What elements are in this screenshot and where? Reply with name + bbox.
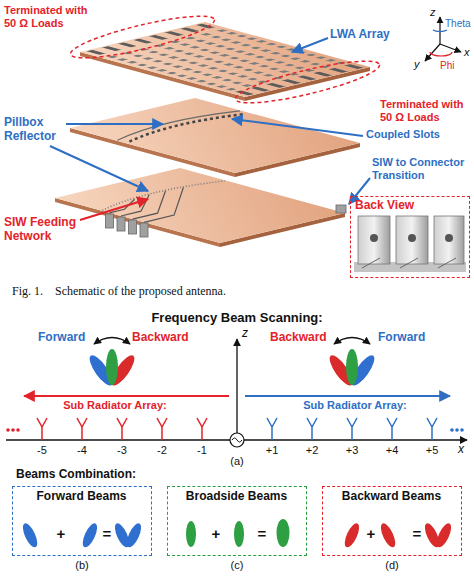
- operator-sign: =: [258, 525, 267, 542]
- feeding-layer: [55, 168, 346, 247]
- diagram-heading: Frequency Beam Scanning:: [151, 311, 322, 326]
- element-index: +3: [346, 444, 359, 457]
- axis-label: Phi: [440, 60, 454, 72]
- operator-sign: +: [367, 525, 376, 542]
- load-note: Terminated with 50 Ω Loads: [380, 98, 470, 123]
- beam-label: Forward: [38, 331, 85, 345]
- box-heading: Backward Beams: [323, 490, 460, 504]
- axis-label: x: [464, 46, 470, 59]
- leader-arrows: [50, 38, 370, 220]
- combination-box: Backward Beams + =: [322, 486, 462, 556]
- axis-label: y: [414, 58, 420, 71]
- element-index: +1: [266, 444, 279, 457]
- inset-box: Back View: [350, 196, 470, 278]
- inset-title: Back View: [355, 199, 414, 213]
- beam-label: Forward: [378, 331, 425, 345]
- panel-label: (a): [230, 455, 243, 468]
- scanning-diagram: [6, 338, 467, 448]
- back-view-photo: [354, 216, 466, 272]
- panel-label: (d): [385, 559, 398, 572]
- pillbox-layer: [70, 98, 360, 177]
- axis-label: z: [242, 327, 248, 341]
- element-index: +5: [426, 444, 439, 457]
- beam-label: Backward: [132, 331, 189, 345]
- part-label: Pillbox Reflector: [4, 116, 68, 144]
- part-label: LWA Array: [330, 28, 390, 42]
- element-index: -1: [197, 444, 207, 457]
- axis-label: z: [430, 6, 436, 19]
- combination-box: Broadside Beams + =: [167, 486, 307, 556]
- box-heading: Forward Beams: [13, 490, 150, 504]
- element-index: +2: [306, 444, 319, 457]
- part-label: SIW Feeding Network: [4, 216, 84, 244]
- array-label: Sub Radiator Array:: [303, 399, 407, 412]
- operator-sign: +: [57, 525, 66, 542]
- axis-label: Theta: [445, 18, 471, 30]
- box-heading: Broadside Beams: [168, 490, 305, 504]
- section-heading: Beams Combination:: [16, 468, 136, 482]
- array-label: Sub Radiator Array:: [63, 399, 167, 412]
- combination-beams: [20, 519, 454, 549]
- element-index: -4: [77, 444, 87, 457]
- element-index: +4: [386, 444, 399, 457]
- element-index: -2: [157, 444, 167, 457]
- panel-label: (c): [231, 559, 244, 572]
- panel-label: (b): [75, 559, 88, 572]
- lwa-layer: [68, 8, 383, 111]
- part-label: Coupled Slots: [366, 128, 440, 141]
- operator-sign: =: [103, 525, 112, 542]
- figure-caption: Fig. 1. Schematic of the proposed antenn…: [12, 284, 226, 299]
- element-index: -5: [37, 444, 47, 457]
- combination-box: Forward Beams + =: [12, 486, 152, 556]
- beam-label: Backward: [270, 331, 327, 345]
- operator-sign: +: [212, 525, 221, 542]
- axis-label: x: [458, 443, 464, 457]
- part-label: SIW to Connector Transition: [372, 156, 472, 181]
- load-note: Terminated with 50 Ω Loads: [4, 4, 98, 29]
- operator-sign: =: [413, 525, 422, 542]
- element-index: -3: [117, 444, 127, 457]
